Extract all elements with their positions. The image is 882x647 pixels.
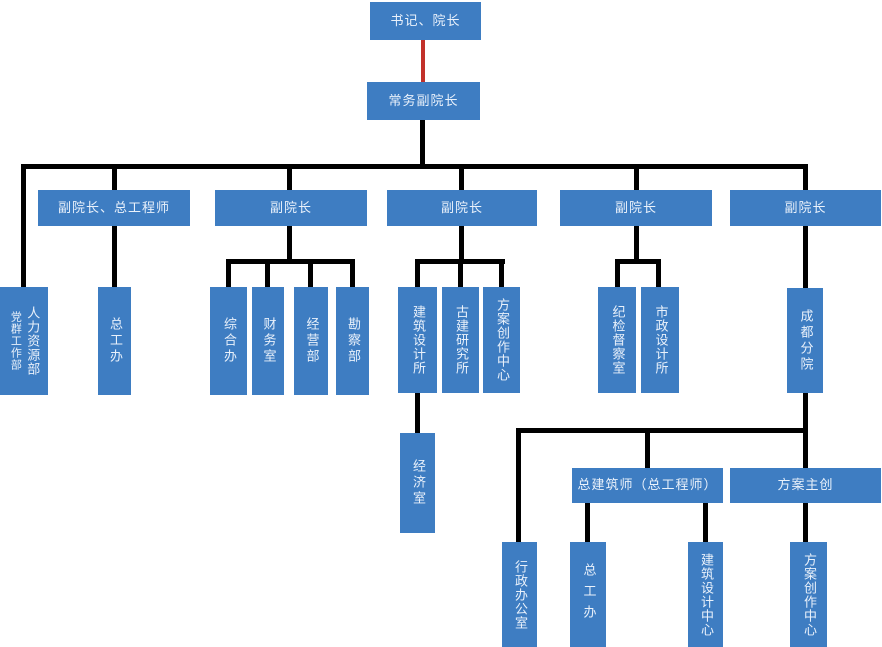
node-executive-vice-president: 常务副院长 (367, 82, 480, 120)
node-chief-architect: 总建筑师（总工程师） (572, 468, 723, 503)
node-party-mass-and-hr-dept: 党群工作部 人力资源部 (0, 287, 48, 395)
connector-groupC-stub1 (615, 259, 620, 287)
node-scheme-creation-center-2: 方案创作中心 (790, 542, 827, 647)
connector-vp3-top (634, 164, 639, 190)
node-chief-engineer-office: 总工办 (98, 287, 131, 395)
connector-economics-office-stub (415, 393, 420, 433)
connector-vp2-bottom (459, 226, 464, 264)
connector-vp4-bottom (803, 226, 808, 288)
hr-dept-label: 人力资源部 (25, 306, 41, 376)
node-secretary-president: 书记、院长 (370, 2, 481, 40)
connector-vp2-top (459, 164, 464, 190)
connector-groupB-stub3 (499, 259, 504, 287)
connector-chengdu-trunk (803, 393, 808, 433)
node-architectural-design-center: 建筑设计中心 (688, 542, 723, 647)
node-discipline-inspection-office: 纪检督察室 (598, 287, 636, 393)
party-mass-dept-label: 党群工作部 (9, 311, 22, 371)
node-scheme-creation-center: 方案创作中心 (483, 287, 520, 393)
connector-vp-chief-eng-top (112, 164, 117, 190)
connector-arch-design-center-stub (703, 503, 708, 542)
connector-groupB-stub1 (415, 259, 420, 287)
node-ancient-architecture-institute: 古建研究所 (442, 287, 479, 393)
node-vp-chief-engineer: 副院长、总工程师 (38, 190, 190, 226)
node-vice-president-4: 副院长 (730, 190, 881, 226)
connector-left-drop (21, 164, 26, 287)
connector-main-horizontal (21, 164, 807, 169)
connector-chief-eng-office2-stub (585, 503, 590, 542)
node-architectural-design-institute: 建筑设计所 (398, 287, 437, 393)
connector-scheme-creation2-stub (803, 503, 808, 542)
connector-vp3-bottom (634, 226, 639, 264)
connector-groupC-stub2 (656, 259, 661, 287)
node-vice-president-2: 副院长 (387, 190, 537, 226)
connector-admin-office-stub (516, 428, 521, 542)
connector-groupC-horizontal (615, 259, 661, 264)
connector-chief-architect-stub (645, 428, 650, 468)
node-admin-office: 行政办公室 (502, 542, 537, 647)
node-survey-dept: 勘察部 (336, 287, 369, 395)
connector-groupB-stub2 (458, 259, 463, 287)
connector-groupA-stub2 (265, 259, 270, 287)
connector-scheme-lead-stub (803, 428, 808, 468)
node-operations-dept: 经营部 (294, 287, 328, 395)
connector-vp1-top (287, 164, 292, 190)
node-municipal-design-institute: 市政设计所 (641, 287, 679, 393)
node-economics-office: 经济室 (400, 433, 435, 533)
node-scheme-lead: 方案主创 (730, 468, 881, 503)
connector-vp-chief-eng-bottom (112, 226, 117, 287)
connector-chengdu-horizontal (516, 428, 808, 433)
connector-groupA-stub1 (226, 259, 231, 287)
connector-groupA-stub4 (350, 259, 355, 287)
node-vice-president-1: 副院长 (215, 190, 367, 226)
connector-groupA-horizontal (226, 259, 355, 264)
node-general-office: 综合办 (210, 287, 247, 395)
node-chengdu-branch: 成都分院 (787, 288, 823, 393)
connector-red-secretary-to-executive (421, 40, 425, 82)
connector-executive-trunk (420, 120, 425, 166)
node-finance-office: 财务室 (252, 287, 284, 395)
connector-vp1-bottom (287, 226, 292, 264)
node-chief-engineer-office-2: 总工办 (570, 542, 606, 647)
connector-vp4-top (803, 164, 808, 190)
node-vice-president-3: 副院长 (560, 190, 712, 226)
connector-groupA-stub3 (308, 259, 313, 287)
